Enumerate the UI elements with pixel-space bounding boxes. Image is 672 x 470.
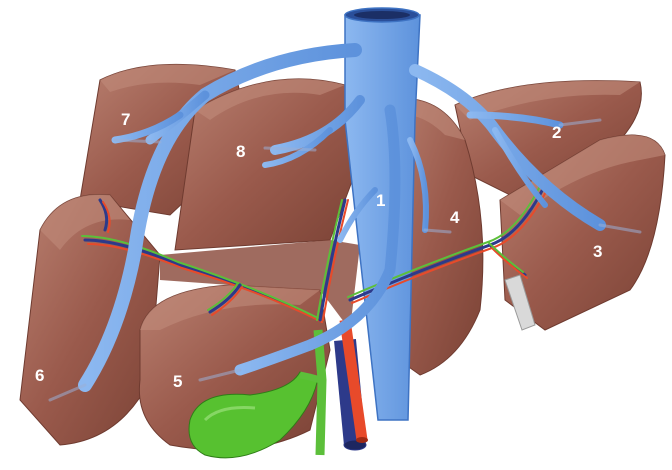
- segment-3-label: 3: [593, 242, 602, 261]
- segment-6-label: 6: [35, 366, 44, 385]
- segment-8-label: 8: [236, 142, 245, 161]
- segment-2-label: 2: [552, 123, 561, 142]
- segment-1-label: 1: [376, 191, 385, 210]
- segment-5-label: 5: [173, 372, 182, 391]
- segment-4-label: 4: [450, 208, 460, 227]
- segment-7-label: 7: [121, 110, 130, 129]
